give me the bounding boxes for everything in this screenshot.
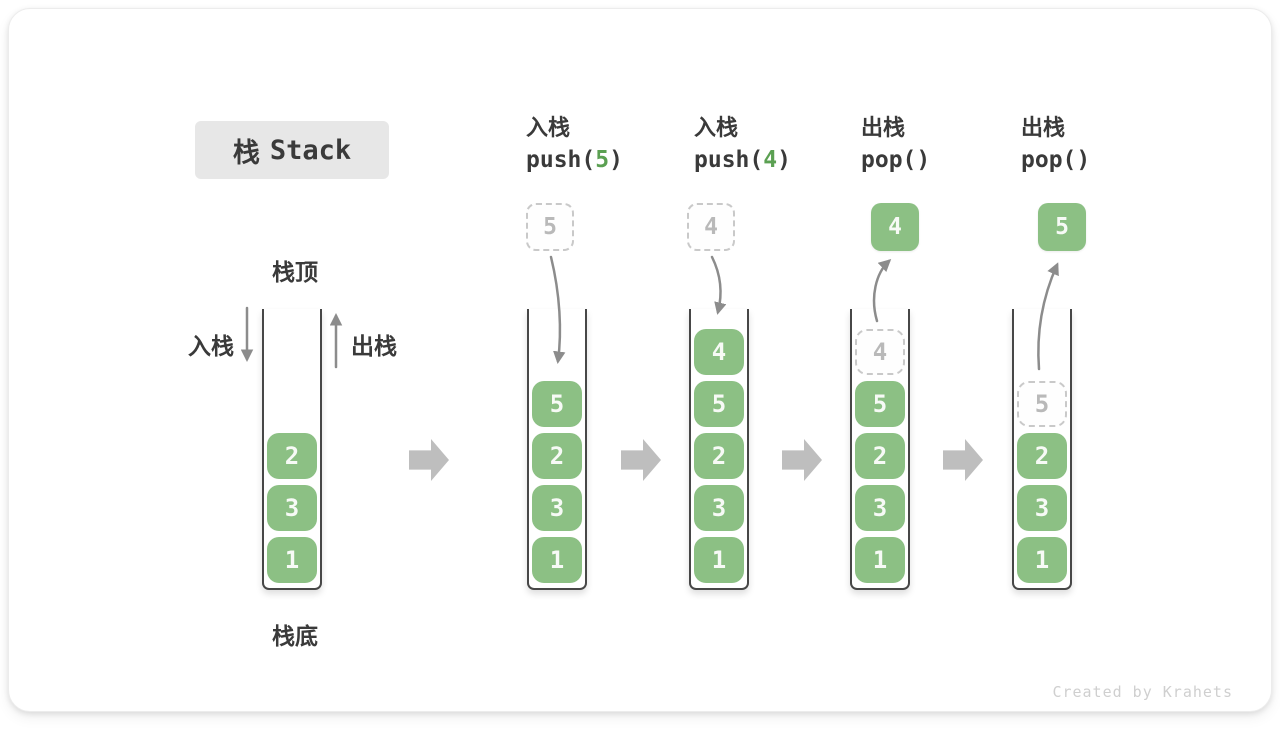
op-name: 入栈 [526, 115, 571, 140]
stack-block: 3 [1017, 485, 1067, 531]
stack-block: 1 [855, 537, 905, 583]
stack-block: 2 [1017, 433, 1067, 479]
ghost-block: 5 [1017, 381, 1067, 427]
stack-top-label: 栈顶 [272, 259, 318, 285]
op-label-push-5: 入栈 push(5) [526, 111, 696, 177]
step-arrow-4 [943, 439, 983, 481]
stack-block: 2 [855, 433, 905, 479]
code-prefix: pop( [1021, 147, 1077, 173]
op-code: pop() [861, 144, 1031, 177]
stack-state-1: 2 3 1 [262, 309, 322, 590]
step-arrow-1 [409, 439, 449, 481]
stack-block: 1 [532, 537, 582, 583]
stack-block: 2 [694, 433, 744, 479]
stack-block: 5 [532, 381, 582, 427]
code-prefix: push( [694, 147, 764, 173]
stack-block: 3 [532, 485, 582, 531]
incoming-value-box-5: 5 [526, 203, 574, 251]
stack-block: 1 [1017, 537, 1067, 583]
popped-value: 5 [1055, 214, 1069, 240]
code-prefix: pop( [861, 147, 917, 173]
code-arg: 5 [595, 147, 610, 173]
pop-direction-label: 出栈 [351, 333, 397, 359]
op-code: pop() [1021, 144, 1191, 177]
op-code: push(4) [694, 144, 864, 177]
title-cjk: 栈 [232, 137, 260, 168]
op-code: push(5) [526, 144, 696, 177]
title-latin: Stack [269, 134, 352, 166]
code-suffix: ) [609, 147, 623, 173]
op-label-pop-1: 出栈 pop() [861, 111, 1031, 177]
push-4-arrow [710, 255, 727, 315]
stack-block: 3 [694, 485, 744, 531]
code-arg: 4 [763, 147, 778, 173]
code-suffix: ) [1076, 147, 1091, 173]
push-direction-label: 入栈 [188, 333, 234, 359]
incoming-value: 5 [543, 214, 557, 240]
stack-state-5: 5 2 3 1 [1012, 309, 1072, 590]
popped-value: 4 [888, 214, 902, 240]
step-arrow-2 [621, 439, 661, 481]
op-name: 入栈 [694, 115, 739, 140]
stack-block: 3 [855, 485, 905, 531]
diagram-card: 栈 Stack 入栈 push(5) 入栈 push(4) 出栈 pop() 出… [8, 8, 1272, 712]
stack-state-4: 4 5 2 3 1 [850, 309, 910, 590]
stack-block: 3 [267, 485, 317, 531]
popped-value-box-5: 5 [1038, 203, 1086, 251]
stack-block: 5 [855, 381, 905, 427]
stack-bottom-label: 栈底 [272, 623, 318, 649]
incoming-value: 4 [704, 214, 718, 240]
stack-block: 2 [532, 433, 582, 479]
op-name: 出栈 [1021, 115, 1066, 140]
watermark: Created by Krahets [1052, 683, 1233, 701]
op-name: 出栈 [861, 115, 906, 140]
title-box: 栈 Stack [195, 121, 389, 179]
stack-block: 4 [694, 329, 744, 375]
code-suffix: ) [916, 147, 931, 173]
stack-state-2: 5 2 3 1 [527, 309, 587, 590]
stack-block: 1 [267, 537, 317, 583]
popped-value-box-4: 4 [871, 203, 919, 251]
ghost-block: 4 [855, 329, 905, 375]
stack-block: 2 [267, 433, 317, 479]
step-arrow-3 [782, 439, 822, 481]
stack-block: 5 [694, 381, 744, 427]
op-label-push-4: 入栈 push(4) [694, 111, 864, 177]
code-prefix: push( [526, 147, 596, 173]
code-suffix: ) [777, 147, 791, 173]
stack-state-3: 4 5 2 3 1 [689, 309, 749, 590]
stack-block: 1 [694, 537, 744, 583]
incoming-value-box-4: 4 [687, 203, 735, 251]
op-label-pop-2: 出栈 pop() [1021, 111, 1191, 177]
